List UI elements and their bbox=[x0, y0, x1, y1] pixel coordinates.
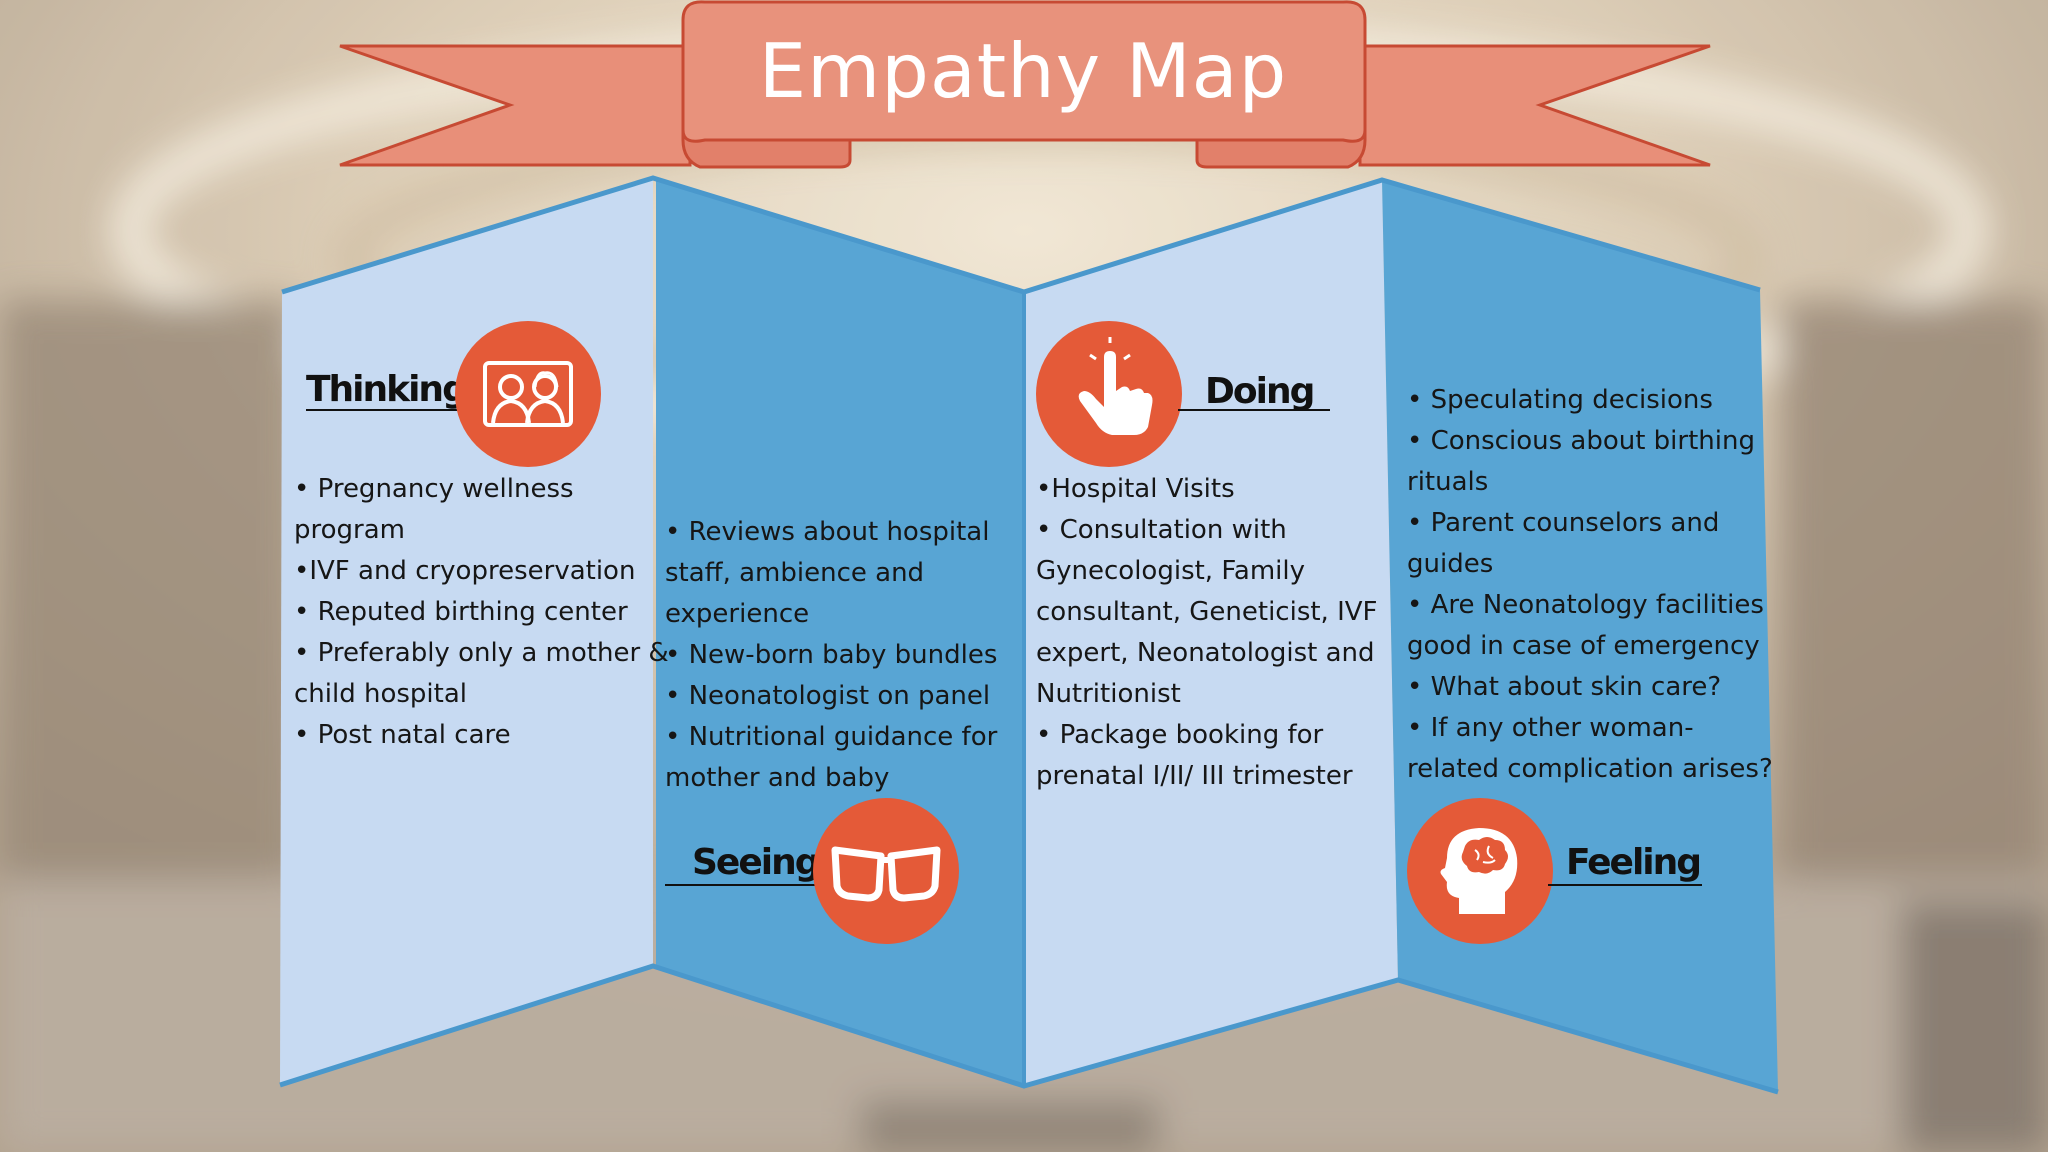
thinking-line: • Reputed birthing center bbox=[294, 597, 628, 627]
seeing-line: • Reviews about hospital bbox=[665, 517, 990, 547]
feeling-line: • Speculating decisions bbox=[1407, 385, 1713, 415]
seeing-heading: Seeing bbox=[692, 842, 820, 883]
doing-line: prenatal I/II/ III trimester bbox=[1036, 761, 1353, 791]
thinking-line: • Pregnancy wellness bbox=[294, 474, 574, 504]
feeling-heading: Feeling bbox=[1566, 842, 1702, 883]
feeling-icon-circle bbox=[1407, 798, 1553, 944]
thinking-underline bbox=[306, 409, 462, 411]
thinking-line: program bbox=[294, 515, 405, 545]
banner-center bbox=[681, 0, 1367, 143]
thinking-line: child hospital bbox=[294, 679, 467, 709]
thinking-line: •IVF and cryopreservation bbox=[294, 556, 636, 586]
seeing-line: • Nutritional guidance for bbox=[665, 722, 998, 752]
feeling-line: good in case of emergency bbox=[1407, 631, 1760, 661]
feeling-line: • If any other woman- bbox=[1407, 713, 1694, 743]
doing-underline bbox=[1178, 409, 1330, 411]
feeling-line: related complication arises? bbox=[1407, 754, 1773, 784]
seeing-line: • New-born baby bundles bbox=[665, 640, 998, 670]
pointing-hand-icon bbox=[1078, 337, 1153, 435]
thinking-line: • Preferably only a mother & bbox=[294, 638, 669, 668]
seeing-line: • Neonatologist on panel bbox=[665, 681, 991, 711]
thinking-text: • Pregnancy wellness program •IVF and cr… bbox=[294, 469, 669, 756]
feeling-line: • What about skin care? bbox=[1407, 672, 1722, 702]
family-portrait-icon bbox=[483, 361, 573, 427]
feeling-line: guides bbox=[1407, 549, 1494, 579]
feeling-line: • Parent counselors and bbox=[1407, 508, 1720, 538]
head-brain-icon bbox=[1440, 828, 1518, 914]
doing-line: Gynecologist, Family bbox=[1036, 556, 1306, 586]
seeing-underline bbox=[665, 884, 823, 886]
doing-text: •Hospital Visits • Consultation with Gyn… bbox=[1036, 469, 1378, 797]
doing-heading: Doing bbox=[1205, 371, 1315, 412]
doing-line: • Consultation with bbox=[1036, 515, 1287, 545]
doing-line: Nutritionist bbox=[1036, 679, 1181, 709]
feeling-text: • Speculating decisions • Conscious abou… bbox=[1407, 380, 1773, 790]
feeling-underline bbox=[1548, 884, 1702, 886]
doing-line: • Package booking for bbox=[1036, 720, 1324, 750]
doing-icon-circle bbox=[1036, 321, 1182, 467]
feeling-line: rituals bbox=[1407, 467, 1489, 497]
seeing-icon-circle bbox=[813, 798, 959, 944]
doing-line: expert, Neonatologist and bbox=[1036, 638, 1375, 668]
page-title: Empathy Map bbox=[758, 27, 1288, 115]
seeing-line: mother and baby bbox=[665, 763, 890, 793]
thinking-icon-circle bbox=[455, 321, 601, 467]
doing-line: •Hospital Visits bbox=[1036, 474, 1235, 504]
thinking-line: • Post natal care bbox=[294, 720, 511, 750]
doing-line: consultant, Geneticist, IVF bbox=[1036, 597, 1378, 627]
feeling-line: • Are Neonatology facilities bbox=[1407, 590, 1764, 620]
seeing-line: experience bbox=[665, 599, 810, 629]
banner-left-tail bbox=[339, 44, 692, 167]
thinking-heading: Thinking bbox=[306, 369, 468, 410]
seeing-text: • Reviews about hospital staff, ambience… bbox=[665, 512, 997, 799]
glasses-icon bbox=[831, 846, 941, 902]
seeing-line: staff, ambience and bbox=[665, 558, 925, 588]
feeling-line: • Conscious about birthing bbox=[1407, 426, 1755, 456]
